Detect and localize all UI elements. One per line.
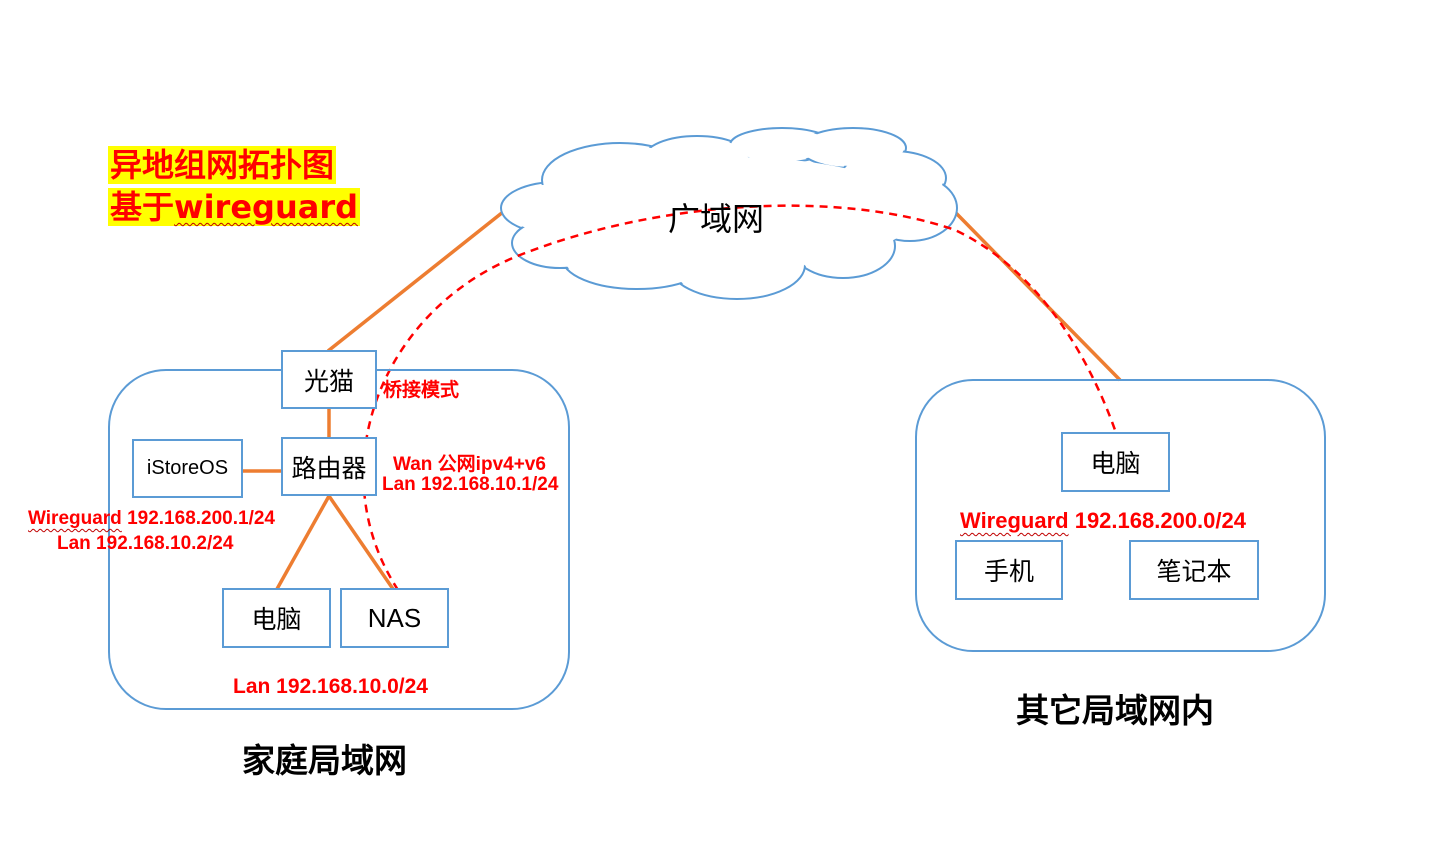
- modem-node[interactable]: 光猫: [281, 350, 377, 409]
- link-router-nas: [327, 495, 395, 590]
- link-router-pc: [275, 495, 331, 590]
- link-modem-wan: [326, 210, 505, 353]
- home-subnet-label: Lan 192.168.10.0/24: [233, 675, 428, 698]
- home-lan-caption: 家庭局域网: [242, 741, 407, 780]
- modem-mode-label: 桥接模式: [383, 380, 460, 401]
- remote-pc-node[interactable]: 电脑: [1061, 432, 1170, 492]
- nas-node[interactable]: NAS: [340, 588, 449, 648]
- istoreos-node[interactable]: iStoreOS: [132, 439, 243, 498]
- router-node[interactable]: 路由器: [281, 437, 377, 496]
- router-wan-label: Wan 公网ipv4+v6: [393, 454, 546, 475]
- router-lan-label: Lan 192.168.10.1/24: [382, 474, 559, 495]
- remote-wireguard-label: Wireguard 192.168.200.0/24: [960, 508, 1246, 533]
- wireguard-tunnel: [362, 204, 1117, 591]
- remote-lan-caption: 其它局域网内: [1016, 691, 1214, 730]
- diagram-title-line2: 基于wireguard: [108, 188, 360, 226]
- link-wan-remote: [953, 210, 1122, 382]
- home-pc-node[interactable]: 电脑: [222, 588, 331, 648]
- diagram-title-line1: 异地组网拓扑图: [108, 146, 337, 184]
- remote-lan-region: [915, 379, 1326, 652]
- laptop-node[interactable]: 笔记本: [1129, 540, 1259, 600]
- wan-label: 广域网: [668, 200, 765, 238]
- istoreos-lan-label: Lan 192.168.10.2/24: [57, 533, 234, 554]
- phone-node[interactable]: 手机: [955, 540, 1063, 600]
- istoreos-wireguard-label: Wireguard 192.168.200.1/24: [28, 508, 275, 529]
